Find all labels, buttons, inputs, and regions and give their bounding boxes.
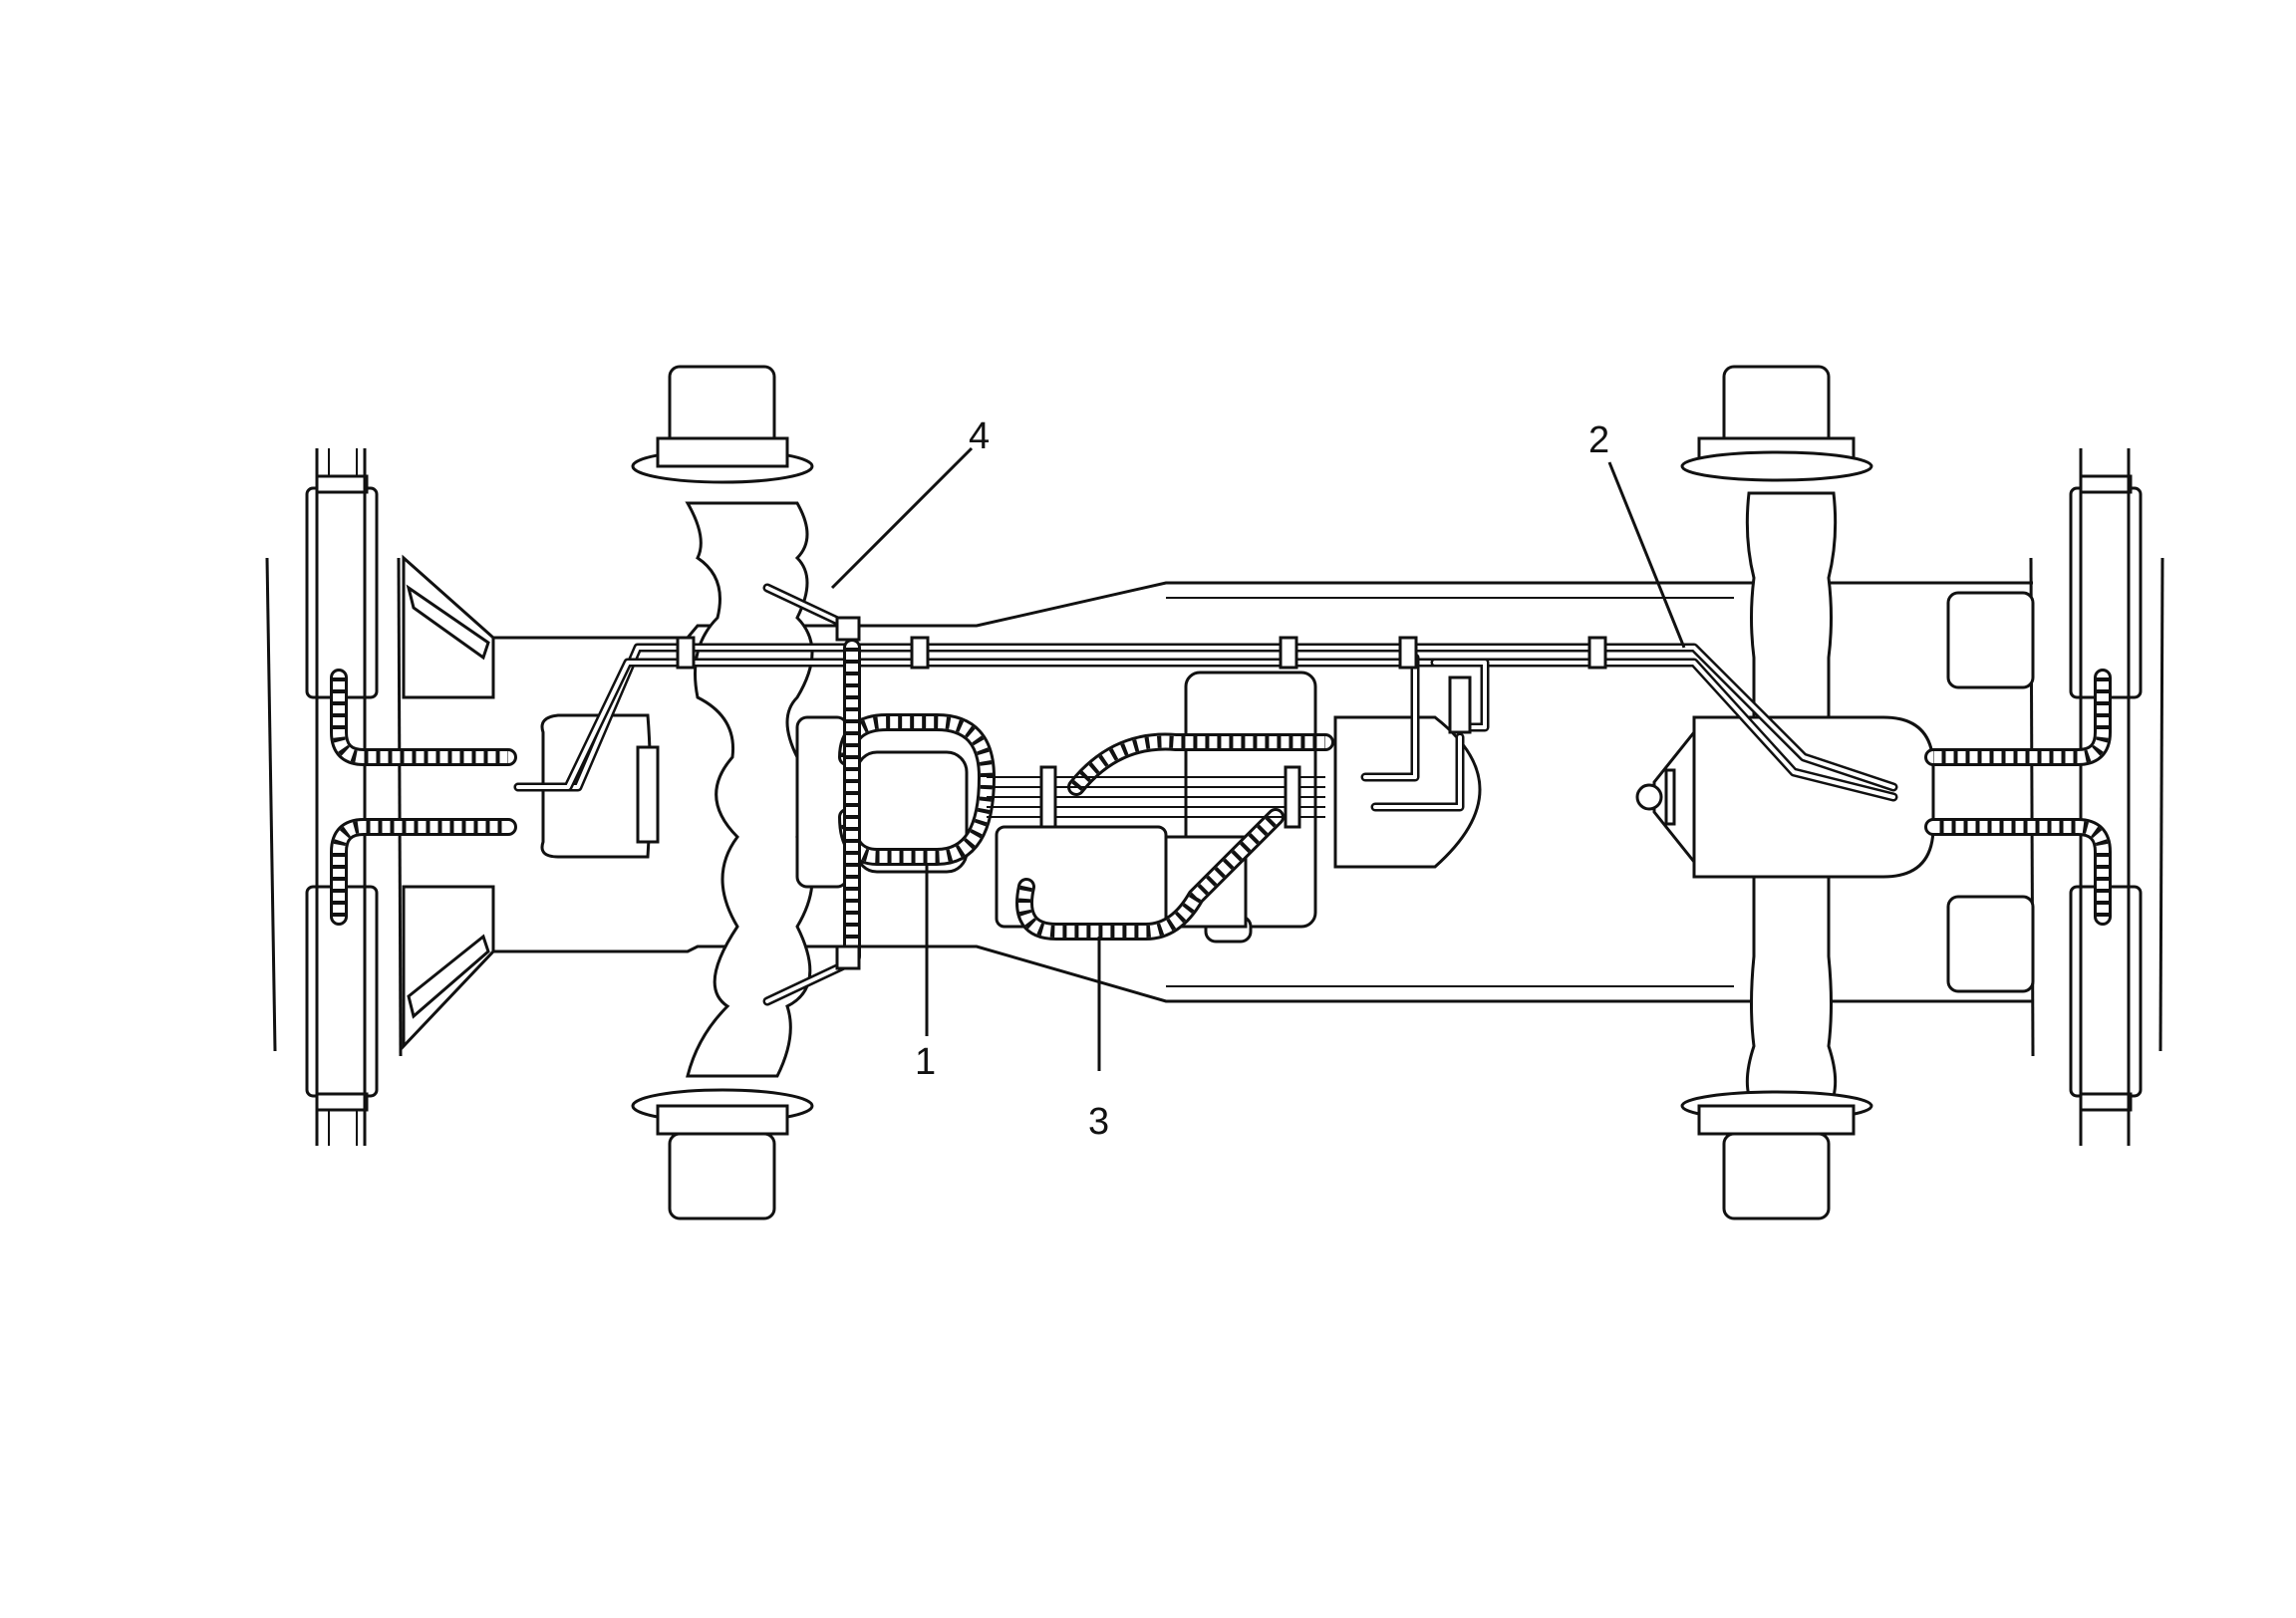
callout-3-label: 3: [1088, 1101, 1109, 1143]
left-outrigger: [305, 448, 495, 1146]
callout-1: 1: [915, 863, 936, 1083]
front-axle: [540, 365, 849, 1220]
pipe-bundle: [987, 765, 1325, 829]
callout-3: 3: [1088, 937, 1109, 1143]
callout-4-label: 4: [969, 415, 990, 457]
callout-2: 2: [1588, 419, 1686, 649]
callout-4: 4: [830, 415, 990, 590]
rear-axle: [1635, 365, 1935, 1220]
steering-links: [762, 583, 861, 1006]
callout-2-label: 2: [1588, 419, 1609, 461]
right-outrigger: [1946, 448, 2143, 1146]
callout-1-label: 1: [915, 1041, 936, 1083]
